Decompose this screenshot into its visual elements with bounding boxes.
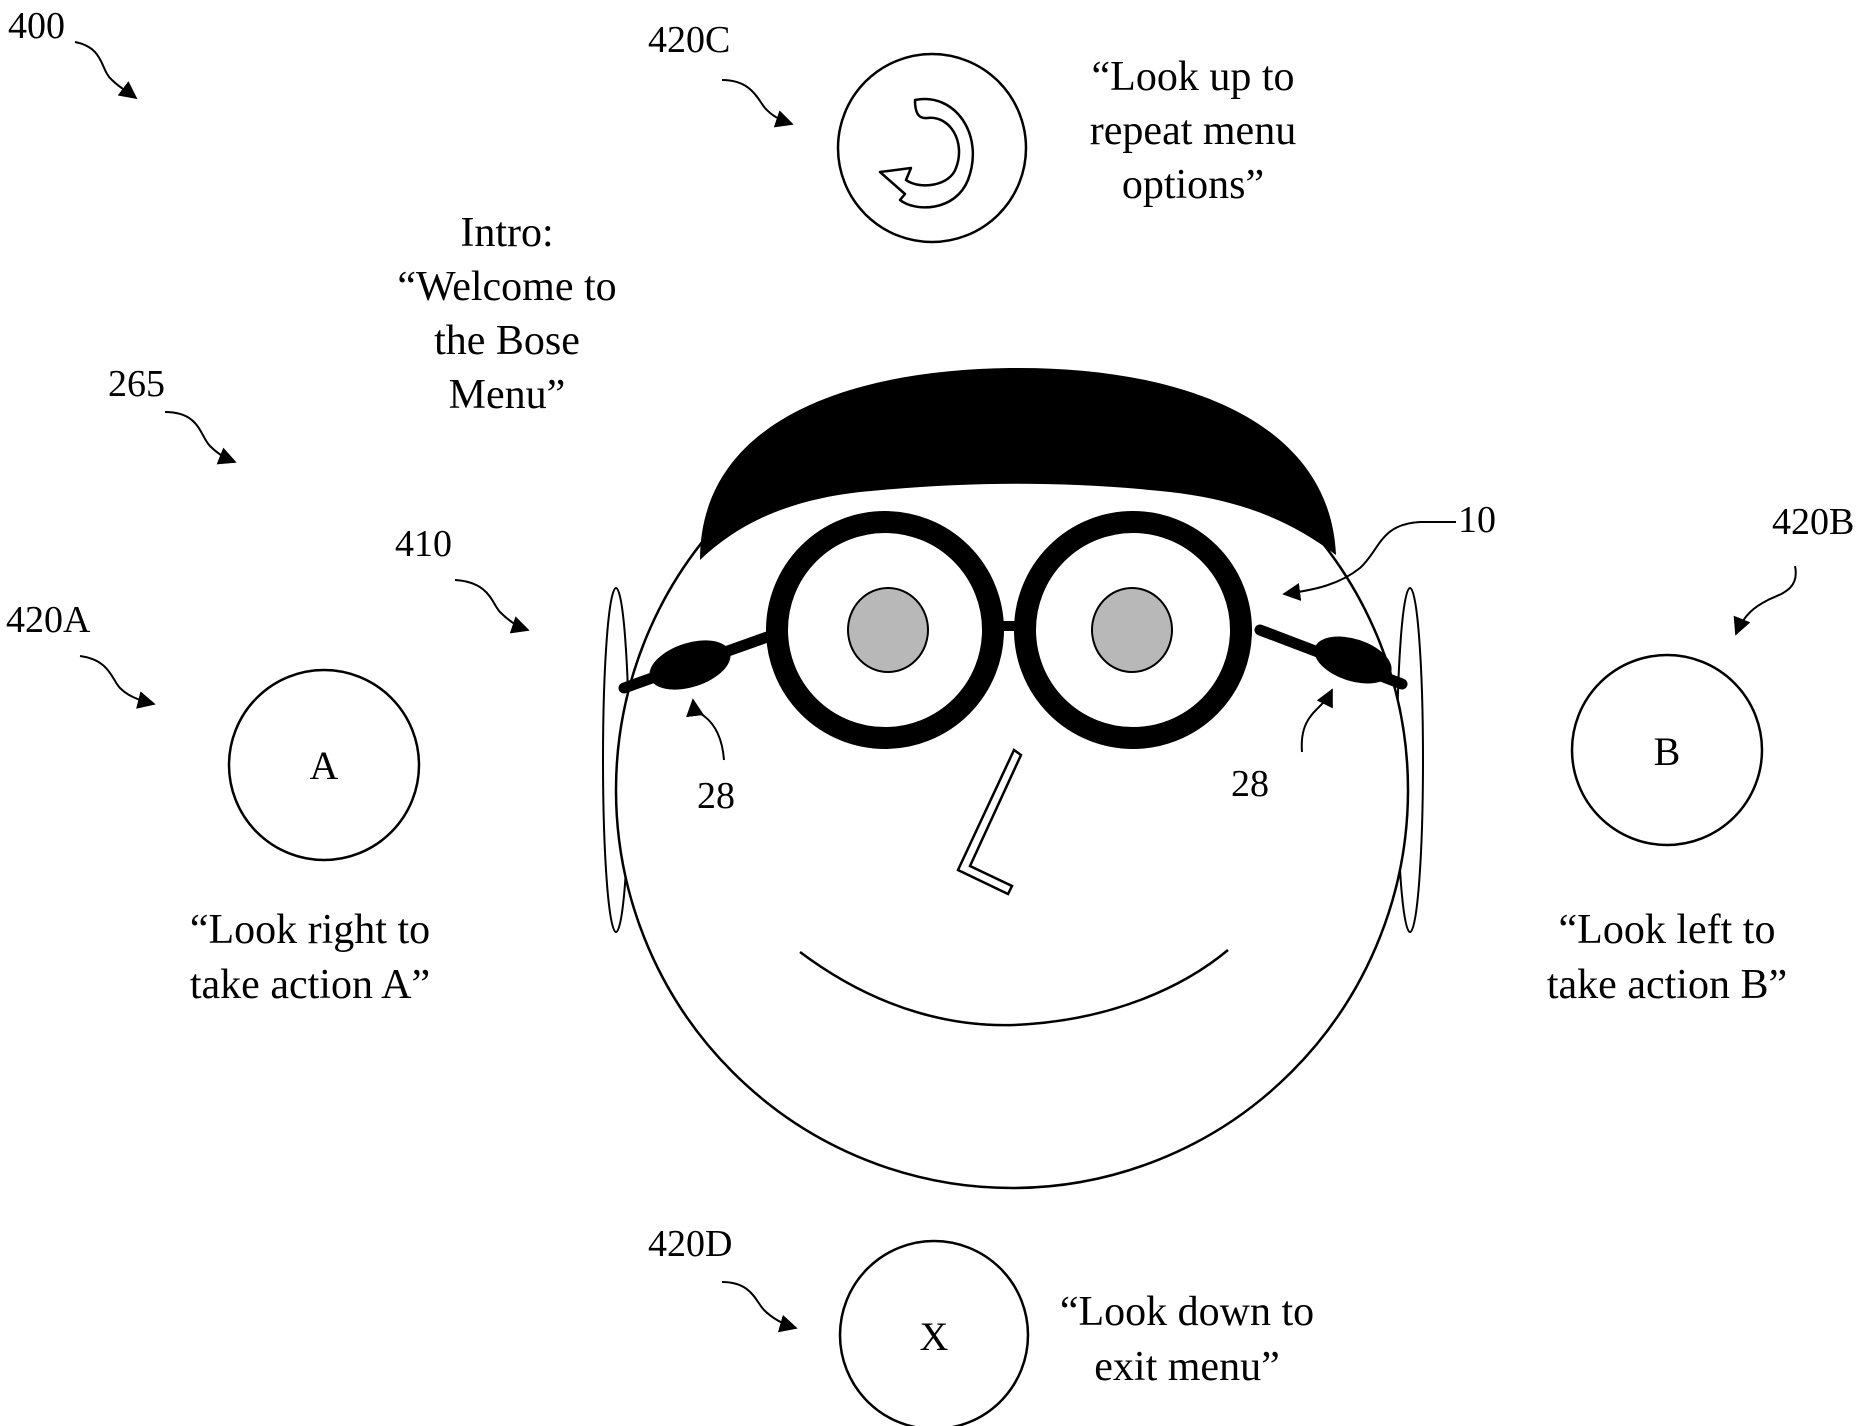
right-eye <box>1091 587 1173 673</box>
action-a-prompt-line2: take action A” <box>190 962 430 1008</box>
option-letter-x: X <box>920 1314 949 1359</box>
audio-glasses <box>618 511 1408 749</box>
ref-label-400: 400 <box>8 5 65 47</box>
repeat-prompt-line3: options” <box>1122 162 1264 208</box>
nose <box>956 748 1023 896</box>
ref-label-420c: 420C <box>648 19 730 61</box>
repeat-menu-option[interactable] <box>836 52 1028 244</box>
ref-label-420a: 420A <box>6 599 91 641</box>
leader-arrow-420d <box>721 1281 798 1333</box>
ref-label-10: 10 <box>1458 499 1496 541</box>
option-circle-b[interactable] <box>1570 653 1764 847</box>
leader-arrow-420a <box>79 655 156 709</box>
mouth <box>799 949 1229 1027</box>
intro-line2: “Welcome to <box>397 264 616 310</box>
ref-label-265: 265 <box>108 363 165 405</box>
ref-label-28-right: 28 <box>1231 763 1269 805</box>
ref-label-420b: 420B <box>1772 501 1854 543</box>
action-b-option[interactable]: B <box>1570 653 1764 847</box>
action-b-prompt-line2: take action B” <box>1547 962 1787 1008</box>
option-circle-exit[interactable] <box>838 1239 1030 1426</box>
ref-label-420d: 420D <box>648 1223 732 1265</box>
intro-line4: Menu” <box>449 372 566 418</box>
intro-line3: the Bose <box>434 318 580 364</box>
option-circle-a[interactable] <box>227 668 421 862</box>
exit-prompt-line2: exit menu” <box>1094 1344 1279 1390</box>
exit-prompt-line1: “Look down to <box>1060 1289 1314 1335</box>
right-transducer <box>1314 636 1392 684</box>
leader-arrow-400 <box>74 41 138 100</box>
repeat-prompt-line1: “Look up to <box>1092 54 1295 100</box>
option-letter-a: A <box>310 743 339 788</box>
action-b-prompt-line1: “Look left to <box>1559 907 1776 953</box>
leader-arrow-420b <box>1733 565 1797 636</box>
left-transducer <box>649 640 731 690</box>
exit-menu-option[interactable]: X <box>838 1239 1030 1426</box>
option-circle-repeat[interactable] <box>836 52 1028 244</box>
leader-arrow-28-right <box>1300 688 1333 753</box>
left-eye <box>847 587 929 673</box>
ref-label-410: 410 <box>395 523 452 565</box>
leader-arrow-28-left <box>686 698 725 761</box>
repeat-icon <box>878 97 975 209</box>
option-letter-b: B <box>1654 729 1681 774</box>
action-a-option[interactable]: A <box>227 668 421 862</box>
ref-label-28-left: 28 <box>697 775 735 817</box>
leader-arrow-10 <box>1282 521 1456 601</box>
leader-arrow-420c <box>721 79 794 128</box>
action-a-prompt-line1: “Look right to <box>190 907 430 953</box>
hair <box>700 367 1336 560</box>
intro-line1: Intro: <box>460 210 553 256</box>
repeat-prompt-line2: repeat menu <box>1090 108 1296 154</box>
leader-arrow-265 <box>164 411 237 465</box>
leader-arrow-410 <box>454 579 530 634</box>
